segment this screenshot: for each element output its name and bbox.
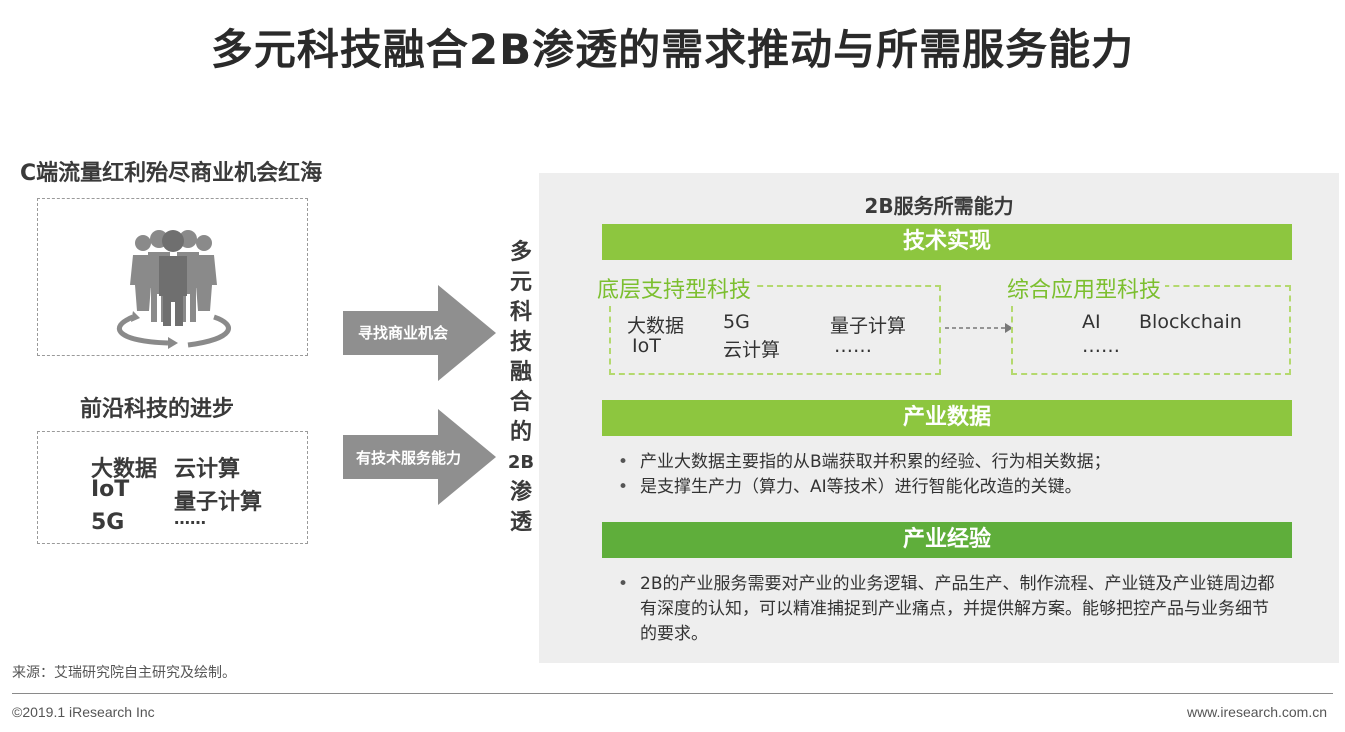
experience-bar: 产业经验 — [602, 522, 1292, 558]
arrow-shape — [343, 409, 496, 505]
tech-item: IoT — [91, 477, 130, 502]
tech-item: …… — [174, 509, 206, 528]
vertical-char: 合 — [509, 390, 532, 415]
arrow-label-opportunity: 寻找商业机会 — [358, 324, 449, 342]
tech-progress-heading: 前沿科技的进步 — [80, 397, 235, 422]
bullet-item: 2B的产业服务需要对产业的业务逻辑、产品生产、制作流程、产业链及产业链周边都有深… — [612, 572, 1276, 647]
app-tech-item: Blockchain — [1139, 311, 1242, 333]
experience-bullets: 2B的产业服务需要对产业的业务逻辑、产品生产、制作流程、产业链及产业链周边都有深… — [612, 572, 1276, 647]
data-bar: 产业数据 — [602, 400, 1292, 436]
base-tech-item: 云计算 — [723, 339, 781, 361]
vertical-char: 透 — [509, 510, 532, 535]
panel-title: 2B服务所需能力 — [864, 194, 1014, 218]
base-tech-item: 量子计算 — [830, 315, 907, 337]
source-note: 来源：艾瑞研究院自主研究及绘制。 — [12, 665, 236, 681]
tech-bar: 技术实现 — [602, 224, 1292, 260]
arrow-shape — [343, 285, 496, 381]
vertical-char: 多 — [509, 240, 532, 265]
vertical-char: 元 — [509, 270, 532, 295]
vertical-char: 融 — [509, 360, 532, 385]
c-end-heading: C端流量红利殆尽商业机会红海 — [20, 161, 323, 186]
base-tech-item: IoT — [632, 335, 661, 357]
people-box — [37, 198, 308, 356]
bullet-item: 是支撑生产力（算力、AI等技术）进行智能化改造的关键。 — [612, 475, 1292, 500]
arrow-label-capability: 有技术服务能力 — [356, 449, 462, 467]
app-tech-title: 综合应用型科技 — [1003, 272, 1166, 304]
bullet-item: 产业大数据主要指的从B端获取并积累的经验、行为相关数据； — [612, 450, 1292, 475]
tech-item: 云计算 — [174, 457, 241, 482]
vertical-char: 技 — [509, 330, 532, 355]
copyright: ©2019.1 iResearch Inc — [12, 704, 155, 720]
data-bullets: 产业大数据主要指的从B端获取并积累的经验、行为相关数据； 是支撑生产力（算力、A… — [612, 450, 1292, 500]
people-group-icon — [117, 230, 231, 349]
tech-item: 量子计算 — [174, 490, 263, 515]
base-tech-item: …… — [834, 335, 872, 357]
page-title: 多元科技融合2B渗透的需求推动与所需服务能力 — [210, 25, 1135, 74]
base-tech-box — [609, 285, 941, 375]
website-link[interactable]: www.iresearch.com.cn — [1186, 704, 1327, 720]
vertical-char: 渗 — [509, 480, 532, 505]
base-tech-item: 5G — [723, 311, 750, 333]
app-tech-item: …… — [1082, 335, 1120, 357]
cycle-arrows-icon — [117, 314, 231, 348]
dashed-arrow-icon — [945, 323, 1013, 333]
app-tech-item: AI — [1082, 311, 1101, 333]
vertical-char: 2B — [507, 452, 535, 473]
tech-box — [37, 431, 308, 544]
vertical-char: 科 — [509, 300, 532, 325]
footer-divider — [12, 693, 1333, 694]
tech-item: 5G — [91, 510, 125, 535]
vertical-caption: 多 元 科 技 融 合 的 2B 渗 透 — [506, 238, 536, 538]
vertical-char: 的 — [509, 420, 532, 445]
base-tech-item: 大数据 — [627, 315, 685, 337]
base-tech-title: 底层支持型科技 — [593, 272, 756, 304]
tech-item: 大数据 — [91, 457, 158, 482]
